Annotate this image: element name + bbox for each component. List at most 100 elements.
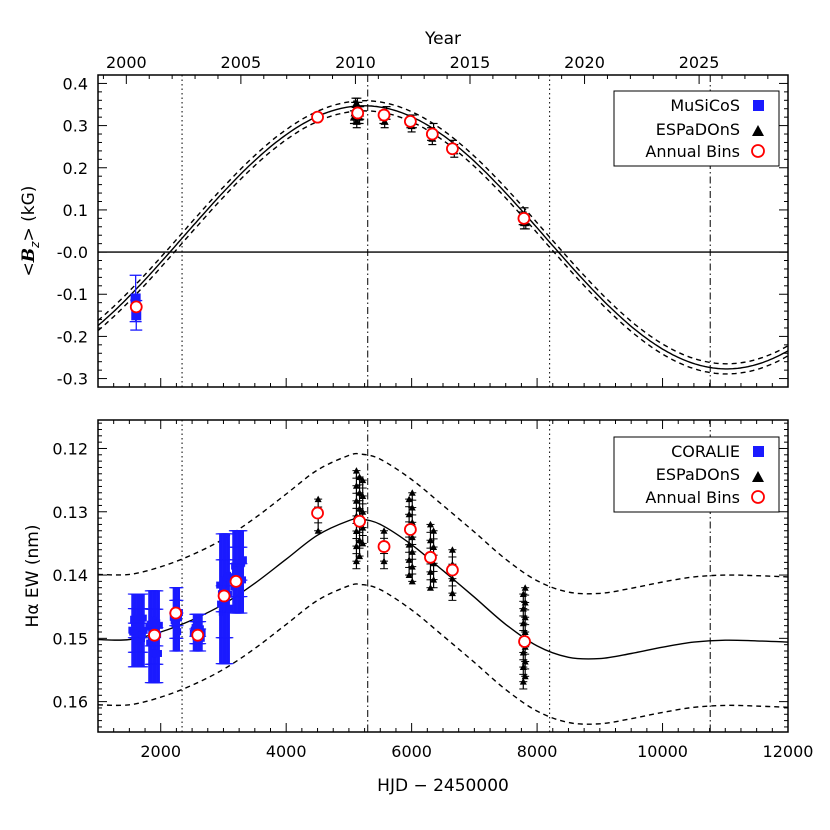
espadons-point [314, 527, 322, 534]
legend-label-espadons-bottom: ESPaDOnS [656, 465, 740, 484]
annual-bin-point [403, 523, 417, 536]
annual-bin-point [446, 563, 459, 577]
coralie-point [137, 620, 145, 628]
espadons-point [426, 520, 434, 528]
top-year-tick-label: 2000 [106, 53, 147, 72]
espadons-point [408, 548, 416, 555]
espadons-point [519, 678, 527, 685]
bottom-x-tick-label: 4000 [266, 742, 307, 761]
coralie-point [134, 637, 142, 645]
top-y-tick-label: -0.2 [57, 327, 88, 346]
espadons-point [448, 575, 456, 582]
musicos-point [130, 293, 141, 304]
espadons-point [356, 505, 364, 512]
espadons-point [356, 552, 364, 560]
coralie-point [149, 621, 157, 629]
coralie-point [221, 580, 229, 588]
coralie-point [139, 614, 147, 622]
espadons-point [359, 539, 367, 547]
espadons-point [521, 613, 529, 621]
espadons-point [521, 584, 529, 591]
bottom-y-tick-label: 0.13 [52, 503, 88, 522]
top-y-axis-label: <Bz> (kG) [19, 186, 42, 277]
coralie-point [133, 614, 141, 622]
espadons-point [359, 508, 367, 515]
annual-bin-point [377, 108, 391, 122]
legend-label-espadons: ESPaDOnS [656, 120, 740, 139]
legend-marker-bins [751, 144, 765, 158]
espadons-point [521, 628, 529, 636]
top-legend: MuSiCoS ESPaDOnS Annual Bins [613, 90, 780, 167]
espadons-point [356, 489, 364, 496]
espadons-point [405, 510, 413, 518]
top-y-tick-label: 0.3 [63, 117, 88, 136]
coralie-point [130, 615, 138, 623]
espadons-point [352, 542, 360, 550]
legend-marker-coralie [753, 446, 764, 457]
espadons-point [448, 589, 456, 597]
espadons-point [430, 559, 438, 567]
annual-bin-point [148, 628, 161, 642]
top-year-tick-label: 2020 [564, 53, 605, 72]
top-year-tick-label: 2015 [450, 53, 491, 72]
coralie-point [219, 603, 227, 611]
bottom-y-tick-label: 0.12 [52, 439, 88, 458]
top-y-tick-label: -0.1 [57, 285, 88, 304]
espadons-point [448, 546, 456, 553]
annual-bin-point [311, 506, 324, 520]
bottom-legend: CORALIE ESPaDOnS Annual Bins [613, 436, 780, 513]
top-y-tick-label: -0.0 [57, 243, 88, 262]
annual-bin-point [311, 110, 324, 124]
espadons-point [356, 536, 364, 544]
espadons-point [521, 672, 529, 680]
espadons-point [408, 504, 416, 511]
top-y-tick-label: 0.2 [63, 159, 88, 178]
bottom-x-tick-label: 8000 [517, 742, 558, 761]
espadons-point [430, 543, 438, 551]
coralie-point [236, 566, 244, 574]
coralie-point [138, 631, 146, 639]
espadons-point [314, 495, 322, 503]
annual-bin-point [425, 127, 439, 141]
espadons-point [430, 576, 438, 583]
annual-bin-point [217, 589, 231, 603]
bottom-model-envelope-line [98, 583, 788, 725]
espadons-point [380, 557, 388, 565]
musicos-point [131, 310, 142, 321]
top-y-tick-label: 0.1 [63, 201, 88, 220]
coralie-point [239, 556, 247, 564]
bottom-x-tick-label: 10000 [637, 742, 688, 761]
coralie-point [135, 629, 143, 637]
annual-bin-point [169, 606, 183, 620]
top-year-tick-label: 2025 [679, 53, 720, 72]
top-year-tick-label: 2010 [335, 53, 376, 72]
coralie-point [155, 621, 163, 629]
espadons-point [521, 658, 529, 665]
espadons-point [408, 577, 416, 585]
legend-marker-espadons [752, 125, 764, 136]
espadons-point [352, 467, 360, 474]
coralie-point [224, 571, 232, 579]
espadons-point [380, 527, 388, 534]
bottom-y-tick-label: 0.14 [52, 566, 88, 585]
espadons-point [426, 536, 434, 544]
annual-bin-point [229, 574, 243, 588]
coralie-point [154, 649, 162, 657]
espadons-point [408, 563, 416, 570]
coralie-point [231, 562, 239, 570]
espadons-point [521, 598, 529, 606]
bottom-y-tick-label: 0.15 [52, 629, 88, 648]
coralie-point [171, 620, 179, 628]
legend-marker-bins-bottom [751, 490, 765, 504]
top-model-envelope-line [98, 110, 788, 375]
bottom-x-tick-label: 6000 [391, 742, 432, 761]
espadons-point [405, 571, 413, 579]
top-y-tick-label: 0.4 [63, 74, 88, 93]
espadons-point [352, 482, 360, 489]
espadons-point [359, 492, 367, 499]
coralie-point [136, 624, 144, 632]
legend-label-bins: Annual Bins [645, 142, 740, 161]
coralie-point [138, 635, 146, 643]
top-y-tick-label: -0.3 [57, 370, 88, 389]
